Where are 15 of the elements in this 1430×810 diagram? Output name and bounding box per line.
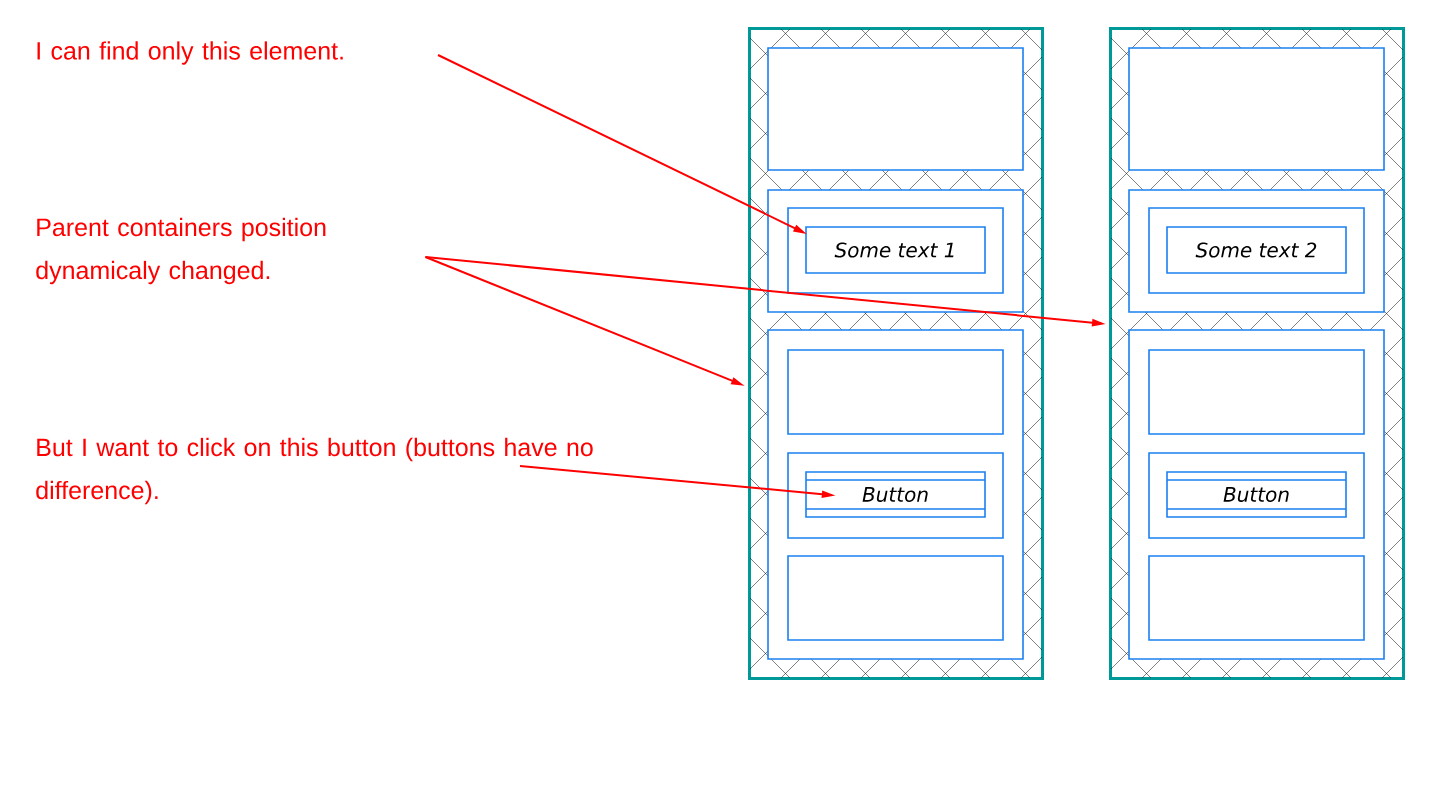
button: Button xyxy=(805,471,986,518)
container-box xyxy=(767,47,1024,171)
container-box xyxy=(787,555,1004,641)
container-box xyxy=(1128,47,1385,171)
container-box xyxy=(1148,349,1365,435)
annotation-text: But I want to click on this button (buttons have no difference). xyxy=(36,437,593,505)
hatched-panel xyxy=(748,27,1044,680)
annotation-text: Parent containers position dynamicaly changed. xyxy=(36,217,326,285)
container-box xyxy=(787,349,1004,435)
container-box xyxy=(1148,555,1365,641)
annotation-text: I can find only this element. xyxy=(37,41,343,65)
text-box: Some text 2 xyxy=(1166,226,1347,274)
hatched-panel xyxy=(1109,27,1405,680)
text-box: Some text 1 xyxy=(805,226,986,274)
button: Button xyxy=(1166,471,1347,518)
